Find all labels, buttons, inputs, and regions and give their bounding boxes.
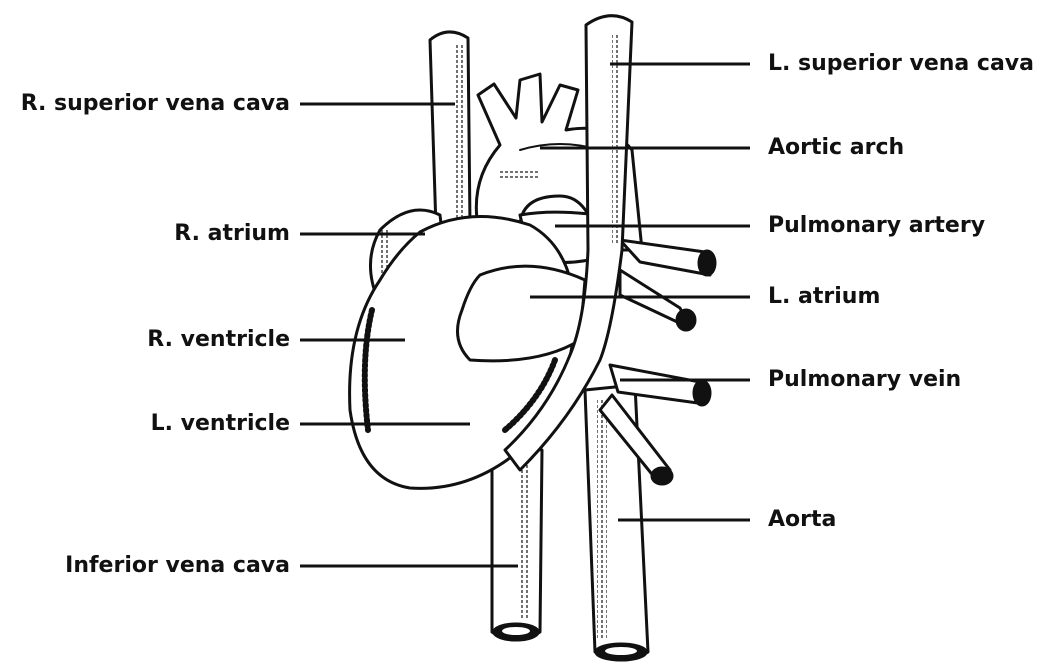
label-l-superior-vena-cava: L. superior vena cava <box>768 51 1034 77</box>
label-pulmonary-vein: Pulmonary vein <box>768 367 961 393</box>
label-r-ventricle: R. ventricle <box>0 327 290 353</box>
label-inferior-vena-cava: Inferior vena cava <box>0 553 290 579</box>
label-r-superior-vena-cava: R. superior vena cava <box>0 91 290 117</box>
inferior-vena-cava-shape <box>492 440 542 640</box>
label-l-atrium: L. atrium <box>768 284 880 310</box>
pulmonary-artery-branch-upper <box>620 240 715 330</box>
label-pulmonary-artery: Pulmonary artery <box>768 213 985 239</box>
label-aorta: Aorta <box>768 507 836 533</box>
label-aortic-arch: Aortic arch <box>768 135 904 161</box>
l-atrium-shape <box>458 266 586 361</box>
r-superior-vena-cava-shape <box>430 32 470 228</box>
label-l-ventricle: L. ventricle <box>0 411 290 437</box>
label-r-atrium: R. atrium <box>0 221 290 247</box>
